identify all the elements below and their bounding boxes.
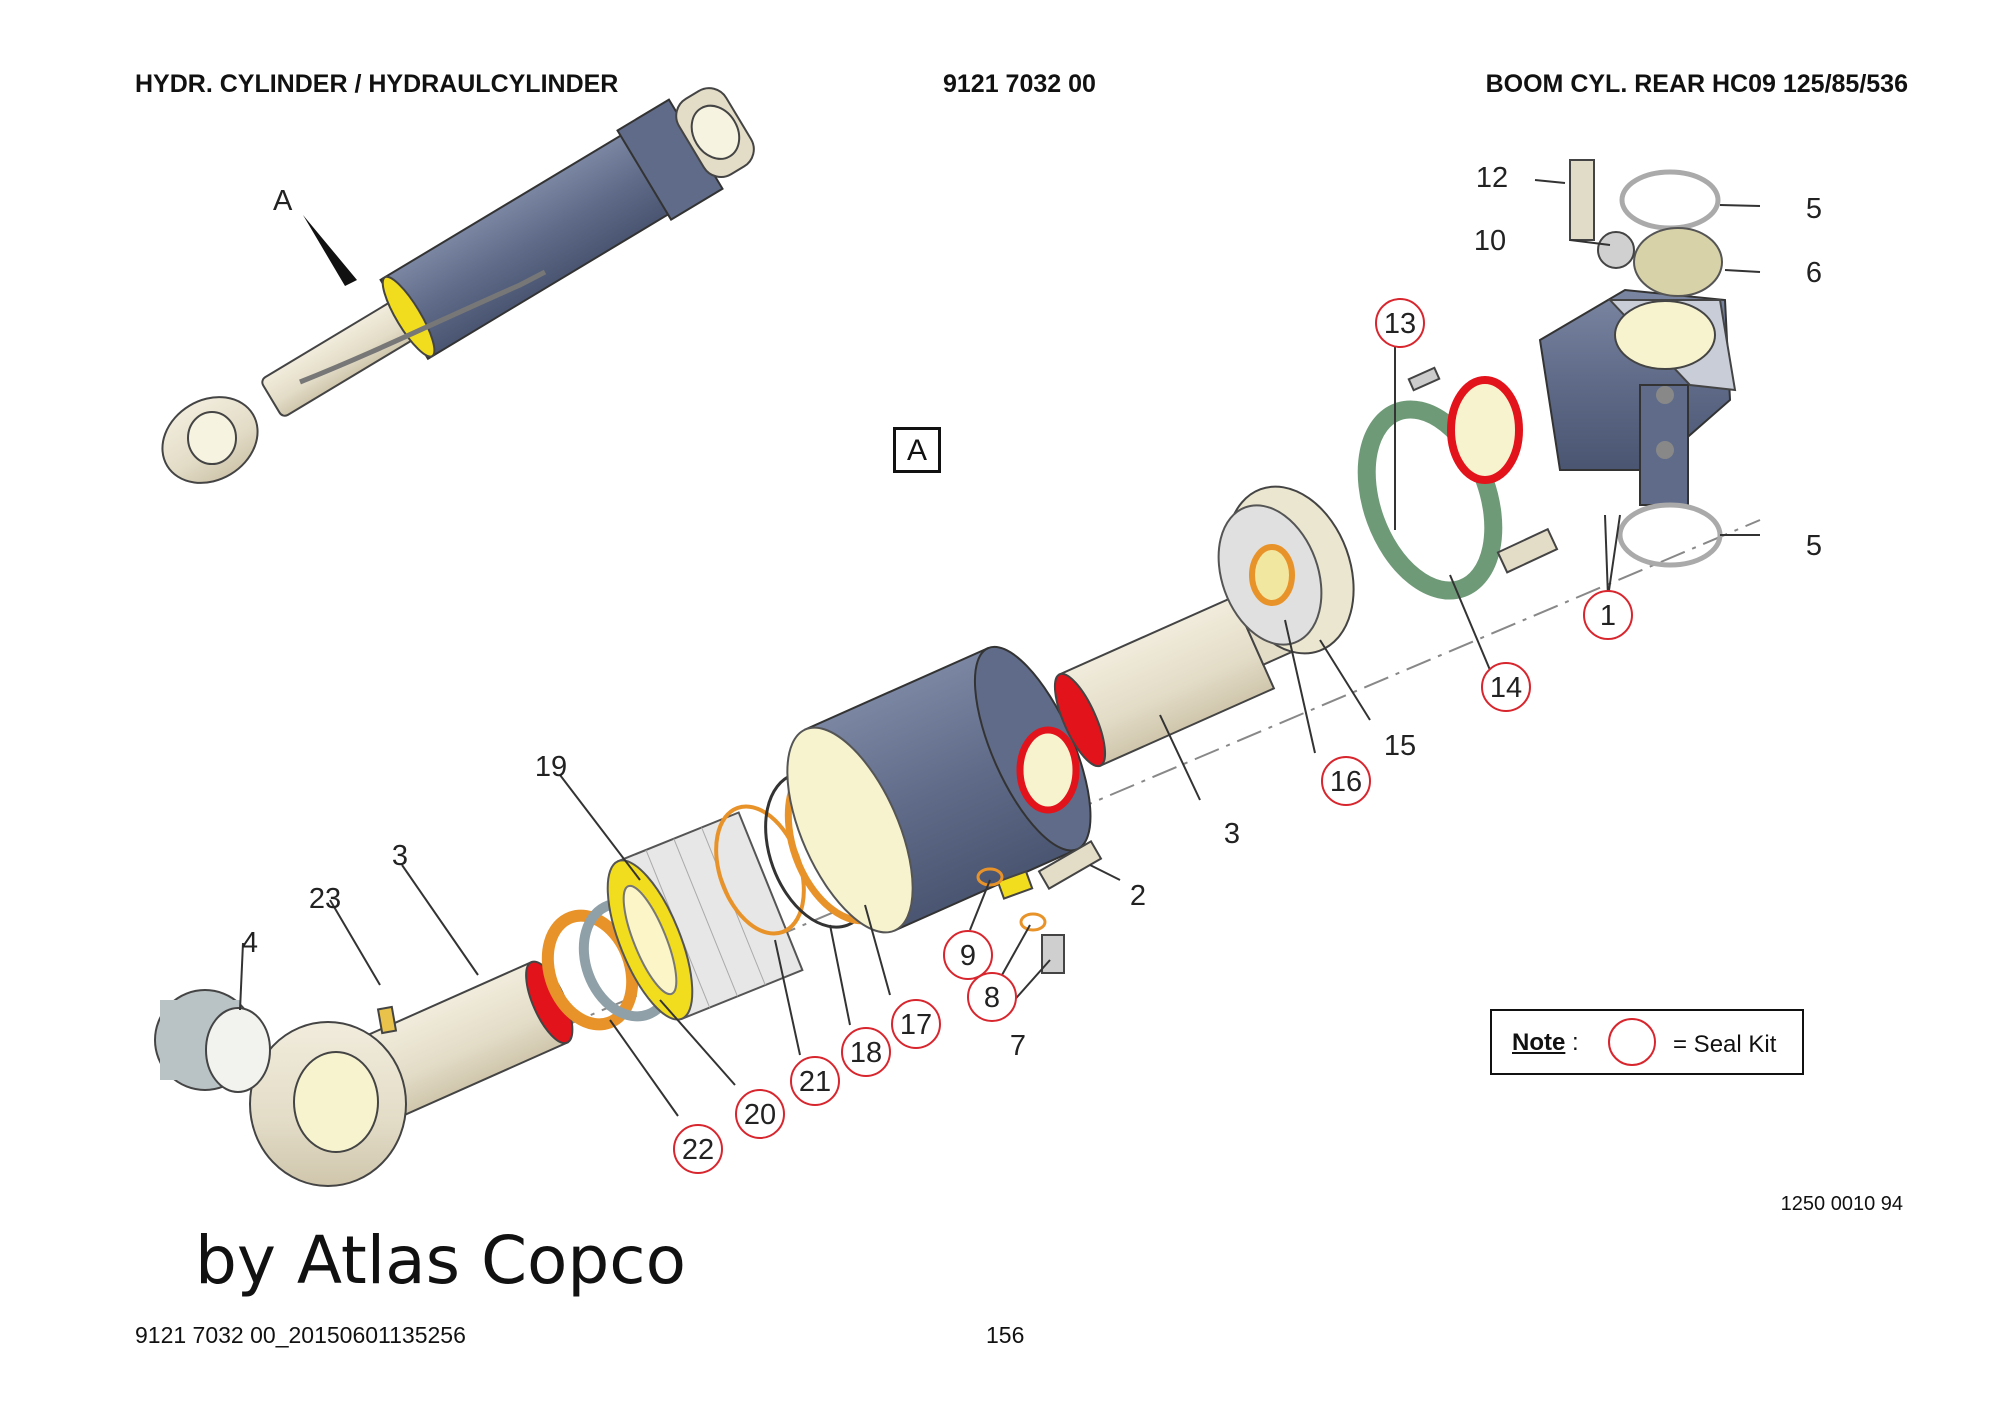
small-parts — [976, 366, 1559, 974]
svg-text:8: 8 — [984, 982, 1000, 1014]
callout-22: 22 — [673, 1124, 723, 1174]
callout-16: 16 — [1321, 756, 1371, 806]
svg-text:21: 21 — [799, 1066, 831, 1098]
watermark-text: by Atlas Copco — [195, 1222, 686, 1299]
overview-cylinder: A — [161, 87, 755, 484]
svg-text:5: 5 — [1806, 193, 1822, 225]
callout-9: 9 — [943, 930, 993, 980]
svg-text:7: 7 — [1010, 1030, 1026, 1062]
rod-eye-part — [249, 960, 574, 1187]
drawing-number: 1250 0010 94 — [1780, 1193, 1903, 1215]
callout-10: 10 — [1474, 225, 1506, 257]
note-colon: : — [1572, 1029, 1579, 1056]
seal-kit-circle-icon — [1608, 1018, 1656, 1066]
callout-4: 4 — [242, 927, 258, 959]
piston-part — [606, 811, 804, 1021]
svg-text:14: 14 — [1490, 672, 1522, 704]
gland-part — [1217, 485, 1355, 655]
header-title-left: HYDR. CYLINDER / HYDRAULCYLINDER — [135, 70, 619, 98]
svg-text:13: 13 — [1384, 308, 1416, 340]
svg-text:3: 3 — [1224, 818, 1240, 850]
seal-16 — [1249, 544, 1295, 606]
svg-text:10: 10 — [1474, 225, 1506, 257]
svg-text:3: 3 — [392, 840, 408, 872]
note-label: Note — [1512, 1029, 1566, 1056]
callout-3-left: 3 — [392, 840, 408, 872]
view-a-arrow — [303, 215, 357, 286]
svg-text:4: 4 — [242, 927, 258, 959]
note-text: = Seal Kit — [1673, 1031, 1777, 1058]
page-number: 156 — [986, 1322, 1025, 1348]
callout-18: 18 — [841, 1027, 891, 1077]
svg-text:16: 16 — [1330, 766, 1362, 798]
cylinder-barrel — [786, 645, 1092, 934]
callout-1: 1 — [1583, 590, 1633, 640]
callout-17: 17 — [891, 999, 941, 1049]
callout-14: 14 — [1481, 662, 1531, 712]
bushing-part — [154, 989, 271, 1093]
svg-text:5: 5 — [1806, 530, 1822, 562]
svg-text:2: 2 — [1130, 880, 1146, 912]
callout-12: 12 — [1476, 162, 1508, 194]
view-a-box: A — [893, 427, 941, 473]
header-title-right: BOOM CYL. REAR HC09 125/85/536 — [1485, 70, 1908, 98]
svg-text:20: 20 — [744, 1099, 776, 1131]
svg-text:6: 6 — [1806, 257, 1822, 289]
callout-5-top: 5 — [1806, 193, 1822, 225]
svg-text:1: 1 — [1600, 600, 1616, 632]
svg-text:22: 22 — [682, 1134, 714, 1166]
callout-2: 2 — [1130, 880, 1146, 912]
svg-text:12: 12 — [1476, 162, 1508, 194]
cylinder-head — [1447, 159, 1737, 568]
callout-15: 15 — [1384, 730, 1416, 762]
leader-lines — [239, 179, 1761, 1117]
svg-text:9: 9 — [960, 940, 976, 972]
header-part-number: 9121 7032 00 — [943, 70, 1096, 98]
callout-7: 7 — [1010, 1030, 1026, 1062]
view-a-label: A — [273, 185, 293, 217]
svg-text:23: 23 — [309, 883, 341, 915]
callout-6: 6 — [1806, 257, 1822, 289]
svg-text:19: 19 — [535, 751, 567, 783]
callout-3-middle: 3 — [1224, 818, 1240, 850]
svg-text:18: 18 — [850, 1037, 882, 1069]
callout-5-bottom: 5 — [1806, 530, 1822, 562]
callout-20: 20 — [735, 1089, 785, 1139]
callout-21: 21 — [790, 1056, 840, 1106]
callout-23: 23 — [309, 883, 341, 915]
callout-8: 8 — [967, 972, 1017, 1022]
seal-kit-note: Note : = Seal Kit — [1490, 1009, 1804, 1075]
callout-13: 13 — [1375, 298, 1425, 348]
svg-text:17: 17 — [900, 1009, 932, 1041]
footer-doc-id: 9121 7032 00_20150601135256 — [135, 1322, 466, 1348]
callout-19: 19 — [535, 751, 567, 783]
svg-text:15: 15 — [1384, 730, 1416, 762]
